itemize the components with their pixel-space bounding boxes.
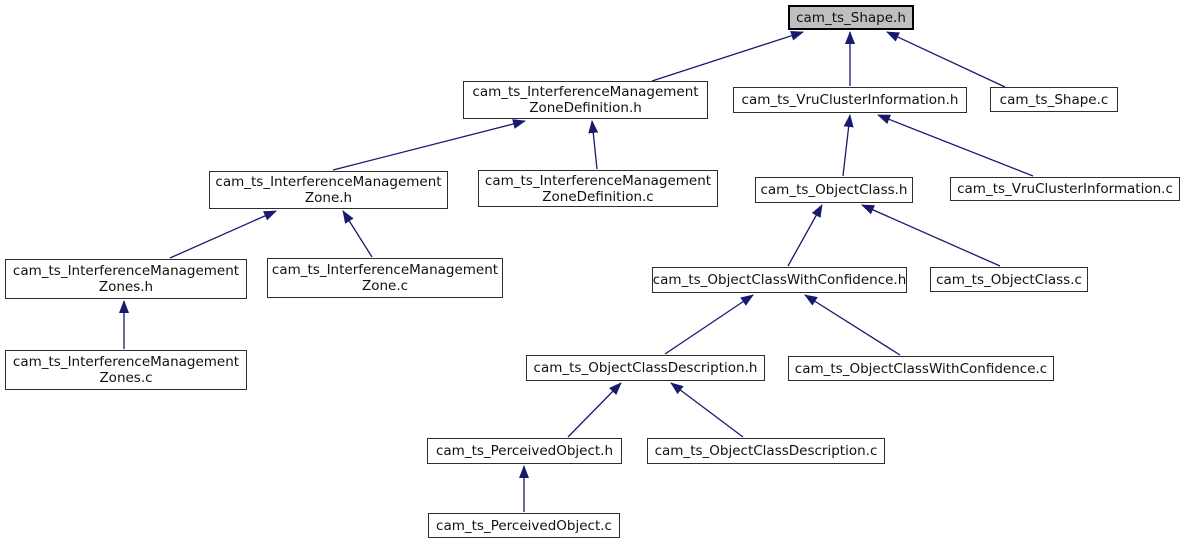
- include-edge-ocd_h-to-ocwc_h: [664, 294, 754, 355]
- node-label-line: Zones.h: [98, 279, 154, 295]
- graph-node-vrucluster_h[interactable]: cam_ts_VruClusterInformation.h: [733, 87, 967, 113]
- node-label-line: cam_ts_ObjectClassWithConfidence.c: [794, 360, 1048, 377]
- include-edge-ocwc_h-to-objectclass_h: [787, 204, 823, 267]
- graph-node-po_c[interactable]: cam_ts_PerceivedObject.c: [428, 513, 620, 538]
- include-edge-ocd_c-to-ocd_h: [670, 382, 744, 438]
- include-edge-imz_h-to-imzd_h: [332, 119, 526, 171]
- include-edge-imzd_c-to-imzd_h: [588, 120, 599, 170]
- node-label-line: cam_ts_Shape.h: [796, 9, 906, 26]
- node-label-line: cam_ts_ObjectClassDescription.h: [533, 360, 758, 376]
- node-label-line: Zones.c: [99, 370, 153, 386]
- node-label-line: cam_ts_InterferenceManagement: [12, 263, 240, 279]
- node-label-line: cam_ts_VruClusterInformation.h: [741, 92, 959, 108]
- graph-node-shape_h: cam_ts_Shape.h: [788, 5, 914, 30]
- node-label-line: cam_ts_VruClusterInformation.c: [957, 181, 1173, 197]
- include-edge-imzs_h-to-imz_h: [169, 210, 277, 259]
- graph-node-ocwc_c[interactable]: cam_ts_ObjectClassWithConfidence.c: [788, 356, 1054, 381]
- include-edge-objectclass_h-to-vrucluster_h: [842, 114, 854, 177]
- node-label-line: Zone.h: [304, 190, 353, 206]
- graph-node-ocd_h[interactable]: cam_ts_ObjectClassDescription.h: [526, 355, 765, 381]
- node-label-line: cam_ts_InterferenceManagement: [484, 172, 712, 189]
- graph-node-shape_c[interactable]: cam_ts_Shape.c: [990, 87, 1118, 112]
- node-label-line: cam_ts_ObjectClass.c: [936, 271, 1082, 288]
- node-label-line: cam_ts_InterferenceManagement: [215, 174, 442, 190]
- node-label-line: cam_ts_InterferenceManagement: [12, 354, 240, 370]
- node-label-line: cam_ts_InterferenceManagement: [472, 84, 699, 100]
- node-label-line: cam_ts_Shape.c: [999, 91, 1109, 108]
- node-label-line: ZoneDefinition.h: [529, 100, 642, 116]
- include-edge-imz_c-to-imz_h: [342, 210, 373, 258]
- node-label-line: cam_ts_PerceivedObject.c: [436, 517, 612, 534]
- node-label-line: cam_ts_ObjectClass.h: [760, 182, 908, 198]
- include-edge-vrucluster_c-to-vrucluster_h: [877, 114, 1034, 177]
- graph-node-vrucluster_c[interactable]: cam_ts_VruClusterInformation.c: [950, 177, 1180, 201]
- include-edge-imzd_h-to-shape_h: [651, 30, 804, 82]
- node-label-line: cam_ts_InterferenceManagement: [271, 262, 499, 278]
- include-edge-shape_c-to-shape_h: [886, 31, 1006, 88]
- graph-node-ocd_c[interactable]: cam_ts_ObjectClassDescription.c: [647, 438, 885, 464]
- graph-node-objectclass_c[interactable]: cam_ts_ObjectClass.c: [930, 267, 1088, 292]
- graph-node-objectclass_h[interactable]: cam_ts_ObjectClass.h: [755, 177, 913, 203]
- include-edge-po_h-to-ocd_h: [567, 382, 622, 438]
- node-label-line: cam_ts_PerceivedObject.h: [435, 443, 614, 459]
- graph-node-ocwc_h[interactable]: cam_ts_ObjectClassWithConfidence.h: [652, 267, 907, 293]
- node-label-line: cam_ts_ObjectClassDescription.c: [654, 443, 878, 459]
- graph-node-po_h[interactable]: cam_ts_PerceivedObject.h: [427, 438, 622, 464]
- node-label-line: cam_ts_ObjectClassWithConfidence.h: [652, 272, 907, 288]
- node-label-line: ZoneDefinition.c: [542, 188, 654, 205]
- node-label-line: Zone.c: [361, 278, 409, 294]
- include-edge-ocwc_c-to-ocwc_h: [804, 294, 901, 356]
- include-edge-objectclass_c-to-objectclass_h: [861, 204, 1001, 267]
